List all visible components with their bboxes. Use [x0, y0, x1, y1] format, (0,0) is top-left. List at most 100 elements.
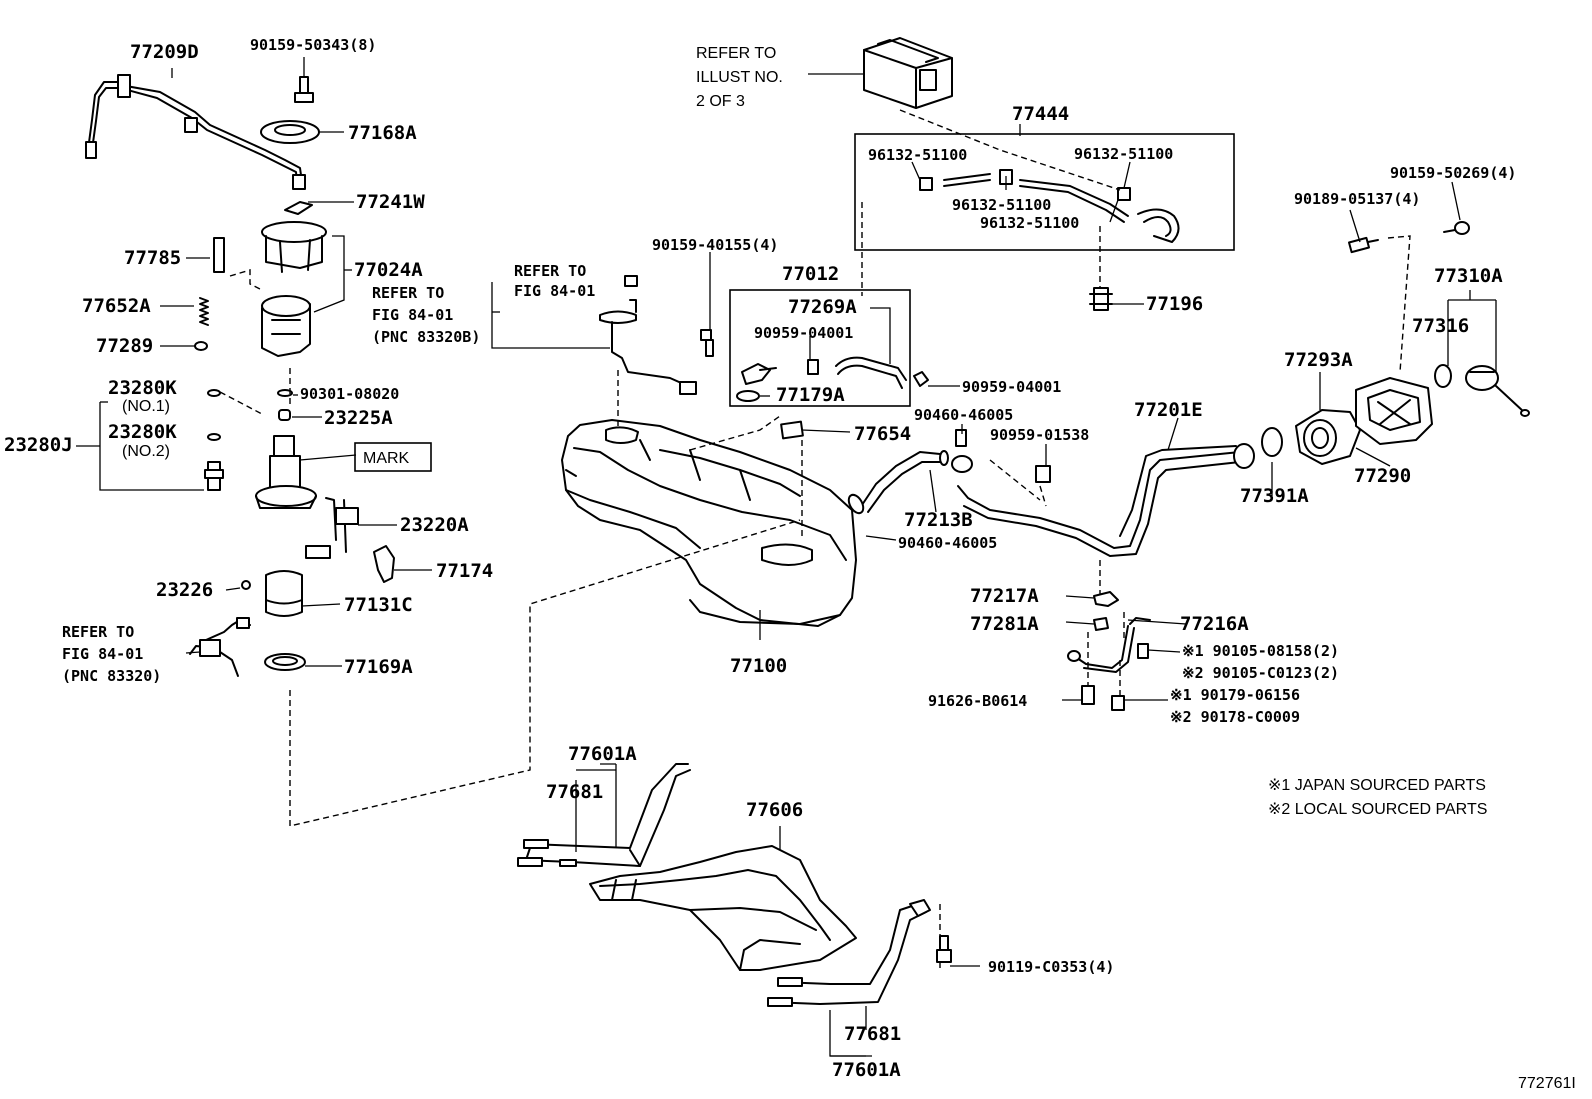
spring-77652a	[199, 297, 209, 326]
label-90105-c0123: ※2 90105-C0123(2)	[1182, 664, 1339, 682]
label-77601a-b: 77601A	[832, 1059, 901, 1081]
label-23226: 23226	[156, 579, 213, 601]
tank-band-lower-77601a	[767, 899, 931, 1007]
clamp-90460-46005-a	[951, 429, 973, 473]
fuel-lid-housing-77290	[1355, 377, 1433, 445]
note-local-sourced: ※2 LOCAL SOURCED PARTS	[1268, 801, 1487, 818]
label-23225a: 23225A	[324, 407, 393, 429]
label-77024a: 77024A	[354, 259, 423, 281]
valve-assembly-77012	[736, 356, 907, 402]
label-23280k-2: 23280K	[108, 421, 177, 443]
ref-fig-a-line3: FIG 84-01	[372, 306, 453, 324]
clip-90959-04001-b	[913, 371, 929, 387]
pad-77654	[780, 420, 804, 440]
o-ring-23280k-1	[207, 389, 221, 397]
label-77316: 77316	[1412, 315, 1469, 337]
box-77444	[854, 133, 1235, 251]
label-23220a: 23220A	[400, 514, 469, 536]
label-77241w: 77241W	[356, 191, 425, 213]
label-90159-40155: 90159-40155(4)	[652, 236, 778, 254]
label-77281a: 77281A	[970, 613, 1039, 635]
label-77289: 77289	[96, 335, 153, 357]
fuel-pump-23220a	[255, 435, 359, 559]
sender-gauge-77012	[599, 275, 697, 395]
ref-fig-b-line1: REFER TO	[62, 623, 134, 641]
fuel-cap-77310a	[1434, 364, 1530, 417]
part-23225a	[278, 409, 291, 421]
ref-fig-b-line2: FIG 84-01	[62, 645, 143, 663]
ref-top-line2: ILLUST NO.	[696, 69, 783, 86]
label-90189-05137: 90189-05137(4)	[1294, 190, 1420, 208]
label-77169a: 77169A	[344, 656, 413, 678]
label-96132-a: 96132-51100	[868, 146, 967, 164]
part-77174	[373, 545, 395, 583]
retainer-ring-77168a	[260, 120, 320, 144]
label-90959-04001-b: 90959-04001	[962, 378, 1061, 396]
label-77179a: 77179A	[776, 384, 845, 406]
label-90159-50269: 90159-50269(4)	[1390, 164, 1516, 182]
dashed-reference-lines	[219, 109, 1411, 972]
charcoal-canister	[863, 37, 953, 109]
ref-top-line1: REFER TO	[696, 45, 776, 62]
label-mark: MARK	[363, 450, 410, 467]
label-77652a: 77652A	[82, 295, 151, 317]
label-77269a: 77269A	[788, 296, 857, 318]
ref-fig-b-line3: (PNC 83320)	[62, 667, 161, 685]
bolt-90119-c0353	[936, 935, 952, 963]
label-77391a: 77391A	[1240, 485, 1309, 507]
valve-77196	[1089, 287, 1113, 311]
label-77217a: 77217A	[970, 585, 1039, 607]
label-77681-b: 77681	[844, 1023, 901, 1045]
callout-boxes	[354, 133, 1235, 472]
bolt-90159-40155	[700, 329, 714, 357]
o-ring-77391a	[1261, 427, 1283, 457]
ref-fig-a-line4: (PNC 83320B)	[372, 328, 480, 346]
label-91626-b0614: 91626-B0614	[928, 692, 1027, 710]
label-77168a: 77168A	[348, 122, 417, 144]
label-90460-46005-b: 90460-46005	[898, 534, 997, 552]
label-77216a: 77216A	[1180, 613, 1249, 635]
fuel-tank-77100	[561, 419, 857, 627]
ref-fig-a-line0: REFER TO	[514, 262, 586, 280]
ref-fig-a-line2: FIG 84-01	[514, 282, 595, 300]
label-90301-08020: 90301-08020	[300, 385, 399, 403]
label-77201e: 77201E	[1134, 399, 1203, 421]
label-96132-d: 96132-51100	[980, 214, 1079, 232]
label-77444: 77444	[1012, 103, 1069, 125]
fastener-90189-05137	[1348, 236, 1379, 254]
o-ring-90301-08020	[277, 389, 293, 397]
label-77654: 77654	[854, 423, 911, 445]
label-77213b: 77213B	[904, 509, 973, 531]
label-90460-46005-a: 90460-46005	[914, 406, 1013, 424]
label-77310a: 77310A	[1434, 265, 1503, 287]
bracket-set-77216a	[1067, 591, 1151, 711]
filler-pipe-77201e	[957, 443, 1255, 557]
label-77131c: 77131C	[344, 594, 413, 616]
bolt-90159-50343	[294, 76, 314, 103]
gasket-77289	[194, 341, 208, 351]
tank-band-upper-77601a	[517, 763, 691, 867]
label-77681-a: 77681	[546, 781, 603, 803]
pump-housing-77024a	[261, 295, 311, 357]
label-90119-c0353: 90119-C0353(4)	[988, 958, 1114, 976]
label-77293a: 77293A	[1284, 349, 1353, 371]
label-90178-c0009: ※2 90178-C0009	[1170, 708, 1300, 726]
ref-fig-a-line1: REFER TO	[372, 284, 444, 302]
label-77174: 77174	[436, 560, 493, 582]
label-90959-04001-a: 90959-04001	[754, 324, 853, 342]
label-90159-50343: 90159-50343(8)	[250, 36, 376, 54]
fuel-sender-cap-77024a	[213, 221, 327, 273]
label-77785: 77785	[124, 247, 181, 269]
leader-lines	[76, 57, 1497, 1057]
screw-90159-50269	[1443, 221, 1470, 235]
label-77196: 77196	[1146, 293, 1203, 315]
part-23226	[241, 580, 251, 590]
label-77606: 77606	[746, 799, 803, 821]
mark-box	[354, 442, 432, 472]
clip-90959-01538	[1035, 465, 1051, 483]
label-96132-c: 96132-51100	[952, 196, 1051, 214]
label-90959-01538: 90959-01538	[990, 426, 1089, 444]
diagram-id: 772761I	[1518, 1075, 1576, 1092]
